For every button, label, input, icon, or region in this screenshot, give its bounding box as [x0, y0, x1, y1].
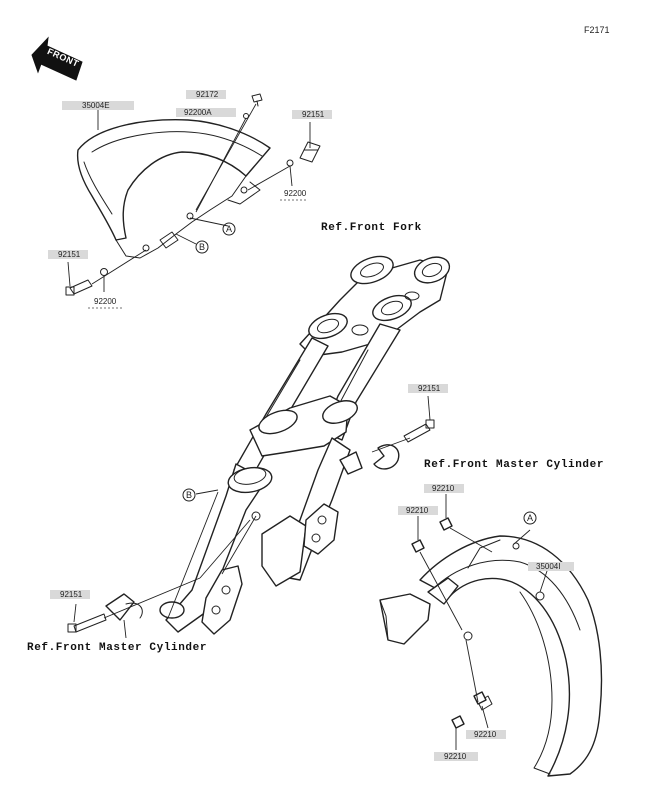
svg-text:92200A: 92200A — [184, 108, 212, 117]
leader-lines-lower — [417, 494, 549, 750]
part-label-35004E: 35004E — [62, 101, 134, 110]
callout-a-upper: A — [222, 222, 236, 236]
washer-92200-upper-right — [286, 159, 294, 167]
leader-lines-fork — [73, 395, 431, 639]
leader-lines-upper — [67, 103, 311, 292]
ref-front-master-cylinder-right: Ref.Front Master Cylinder — [424, 459, 604, 471]
callout-b-upper: B — [195, 240, 209, 254]
figure-id: F2171 — [584, 25, 610, 35]
part-label-92200-upper-right: 92200 — [280, 189, 307, 201]
part-label-92210-lower-b: 92210 — [434, 752, 478, 761]
part-label-35004I: 35004I — [528, 562, 574, 571]
svg-text:35004I: 35004I — [536, 562, 560, 571]
svg-text:35004E: 35004E — [82, 101, 110, 110]
part-label-92151-upper-left: 92151 — [48, 250, 88, 259]
part-label-92151-upper-right: 92151 — [292, 110, 332, 119]
svg-text:B: B — [199, 242, 205, 252]
svg-text:92210: 92210 — [406, 506, 429, 515]
washer-92200-upper-left — [100, 268, 108, 276]
nut-92210-upper-a — [439, 517, 453, 531]
front-fork-assembly — [159, 255, 451, 635]
nut-92210-upper-b — [411, 539, 425, 553]
svg-text:92151: 92151 — [60, 590, 83, 599]
svg-text:92151: 92151 — [418, 384, 441, 393]
svg-text:92200: 92200 — [284, 189, 307, 198]
svg-text:92210: 92210 — [432, 484, 455, 493]
part-label-92200-upper-left: 92200 — [88, 297, 122, 309]
cable-clamp-left — [105, 593, 143, 621]
svg-text:92210: 92210 — [444, 752, 467, 761]
part-label-92210-upper-b: 92210 — [398, 506, 438, 515]
svg-text:A: A — [527, 513, 533, 523]
svg-text:92210: 92210 — [474, 730, 497, 739]
part-label-92200A: 92200A — [176, 108, 236, 117]
bolt-92151-fork-left — [67, 613, 107, 633]
svg-text:92151: 92151 — [58, 250, 81, 259]
part-label-92210-upper-a: 92210 — [424, 484, 464, 493]
bolt-92151-upper-left — [65, 279, 93, 296]
nut-92210-lower-a — [473, 691, 487, 705]
bolt-92172 — [251, 93, 263, 107]
callout-b-fork: B — [182, 488, 196, 502]
nut-92210-lower-b — [451, 715, 465, 729]
front-direction-arrow-icon: FRONT — [31, 36, 83, 81]
bolt-92151-upper-right — [299, 141, 321, 163]
part-label-92151-fork-right: 92151 — [408, 384, 448, 393]
cable-clamp-right — [339, 444, 400, 475]
front-fender-lower — [379, 535, 603, 777]
part-label-92172: 92172 — [186, 90, 226, 99]
part-label-92151-fork-left: 92151 — [50, 590, 90, 599]
ref-front-fork: Ref.Front Fork — [321, 222, 422, 234]
svg-text:A: A — [226, 224, 232, 234]
svg-text:B: B — [186, 490, 192, 500]
svg-text:92200: 92200 — [94, 297, 117, 306]
front-fender-upper — [76, 119, 271, 259]
svg-text:92151: 92151 — [302, 110, 325, 119]
callout-a-lower: A — [523, 511, 537, 525]
svg-text:92172: 92172 — [196, 90, 219, 99]
ref-front-master-cylinder-left: Ref.Front Master Cylinder — [27, 642, 207, 654]
part-label-92210-lower-a: 92210 — [466, 730, 506, 739]
